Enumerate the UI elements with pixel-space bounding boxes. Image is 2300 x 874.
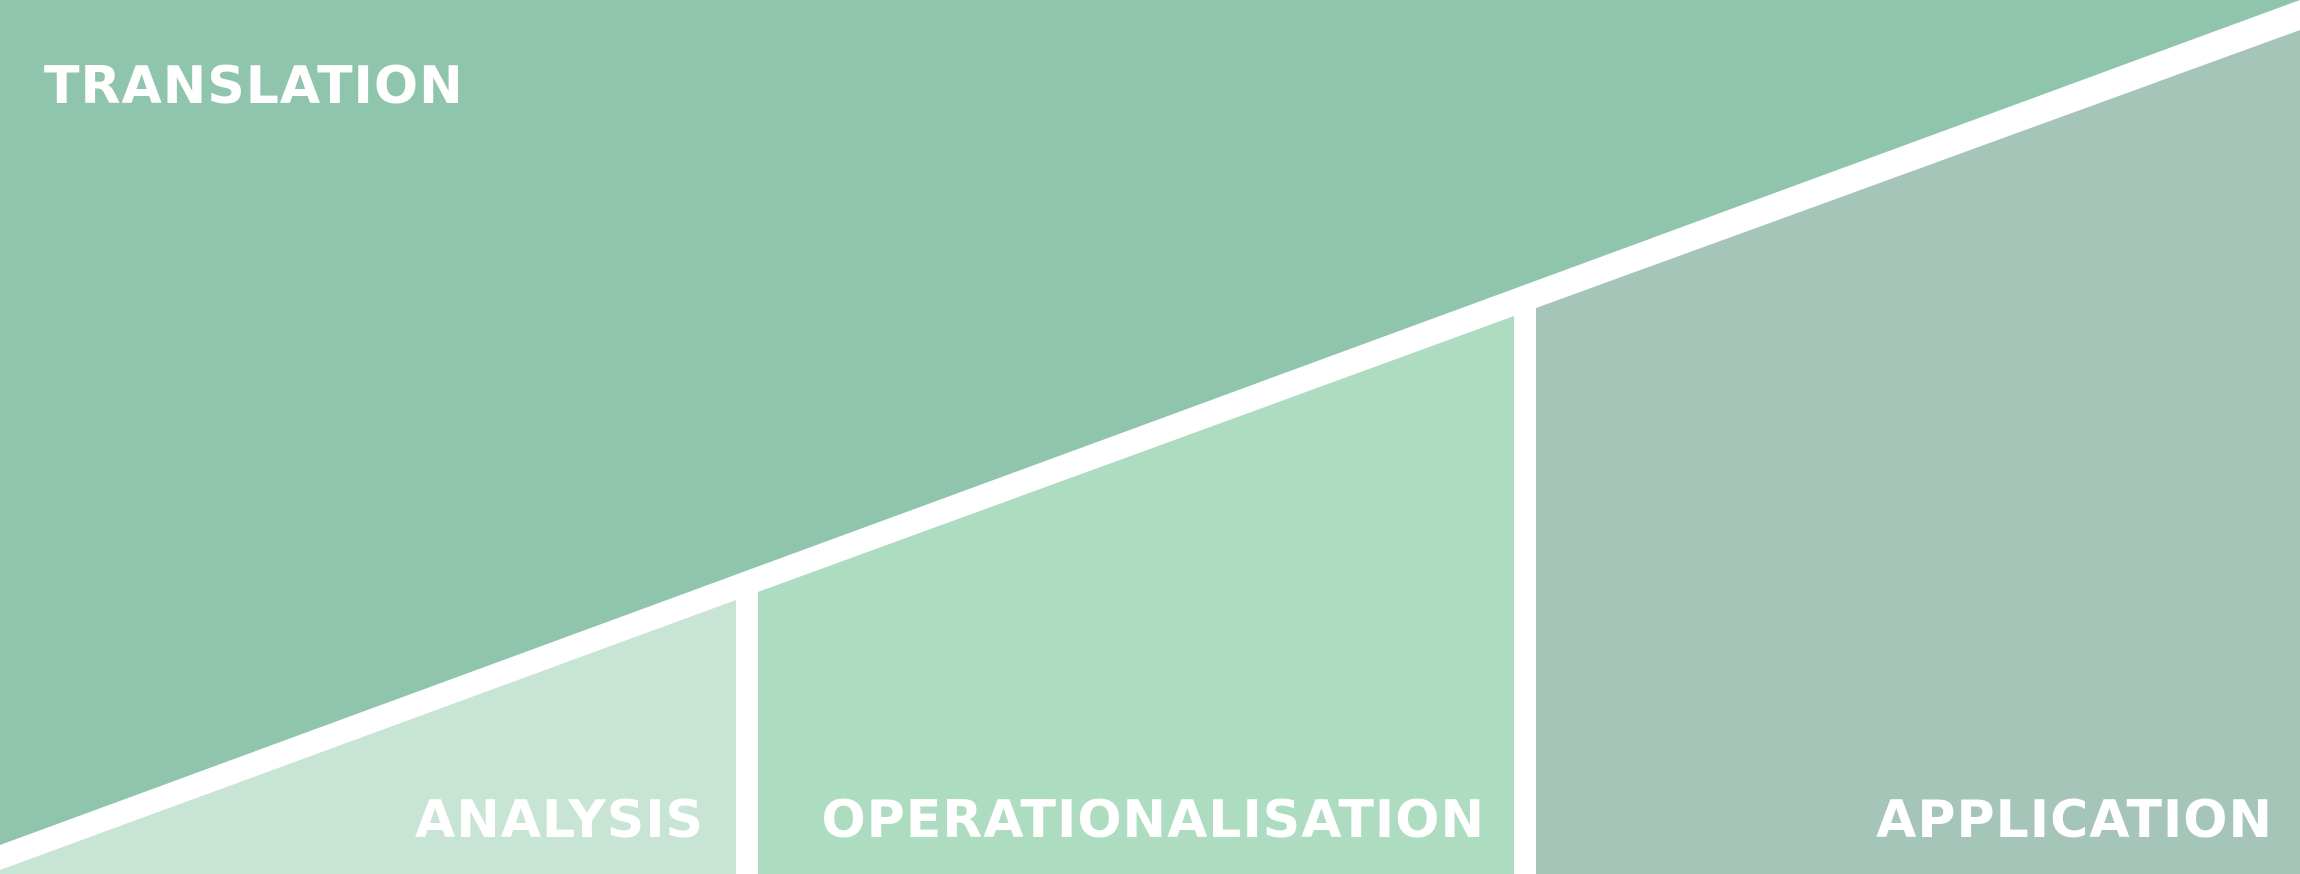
translation-label: TRANSLATION (44, 56, 464, 116)
analysis-label: ANALYSIS (415, 790, 704, 850)
application-label: APPLICATION (1876, 790, 2273, 850)
translation-region (0, 0, 2300, 845)
analysis-region (0, 600, 736, 874)
operationalisation-region (758, 316, 1514, 874)
application-region (1536, 30, 2300, 874)
operationalisation-label: OPERATIONALISATION (821, 790, 1485, 850)
